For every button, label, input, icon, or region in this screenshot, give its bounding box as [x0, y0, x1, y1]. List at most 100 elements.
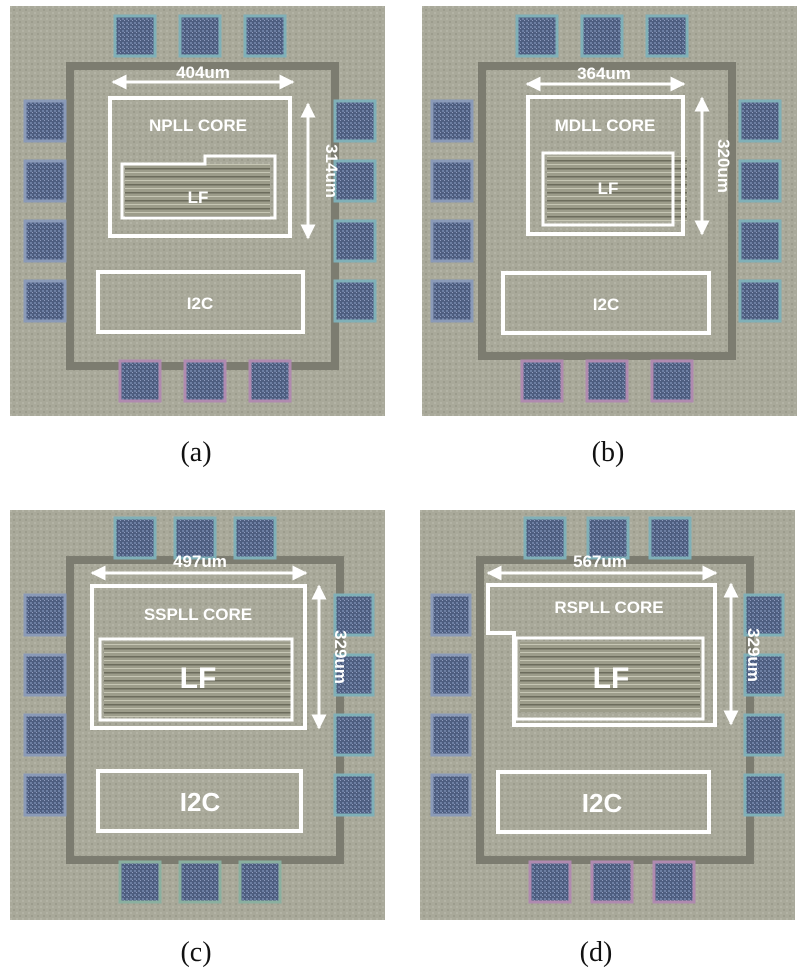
lf-box — [514, 636, 705, 721]
core-box — [108, 96, 292, 238]
bond-pad — [430, 279, 474, 323]
bond-pad — [738, 159, 782, 203]
width-label: 404um — [176, 63, 230, 82]
bond-pad — [738, 99, 782, 143]
bond-pad — [430, 653, 472, 697]
i2c-label: I2C — [180, 787, 221, 817]
bond-pad — [333, 219, 377, 263]
bond-pad — [652, 860, 696, 904]
width-label: 497um — [173, 552, 227, 571]
bond-pad — [430, 99, 474, 143]
i2c-box — [96, 769, 303, 833]
bond-pad — [743, 713, 785, 757]
lf-texture — [547, 156, 687, 221]
bond-pad — [23, 279, 67, 323]
bond-pad — [23, 773, 67, 817]
bond-pad — [333, 593, 375, 637]
bond-pad — [580, 14, 624, 58]
bond-pad — [528, 860, 572, 904]
lf-label: LF — [593, 662, 630, 695]
bond-pad — [743, 593, 785, 637]
bond-pad — [118, 359, 162, 403]
bond-pad — [523, 516, 567, 560]
bond-pad — [738, 279, 782, 323]
bond-pad — [333, 713, 375, 757]
caption-a: (a) — [180, 437, 212, 468]
lf-texture — [520, 642, 700, 712]
bond-pad — [515, 14, 559, 58]
die-photo-b: 364um 320um MDLL CORE LF I2C — [422, 6, 797, 416]
i2c-label: I2C — [187, 294, 213, 313]
bond-pad — [430, 773, 472, 817]
bond-pad — [333, 159, 377, 203]
bond-pad — [173, 516, 217, 560]
bond-pad — [333, 99, 377, 143]
bond-pad — [430, 713, 472, 757]
bond-pad — [178, 860, 222, 904]
height-label: 329um — [744, 628, 763, 682]
width-label: 567um — [573, 552, 627, 571]
i2c-box — [501, 271, 711, 335]
bond-pad — [23, 219, 67, 263]
bond-pad — [333, 279, 377, 323]
bond-pad — [430, 593, 472, 637]
lf-label: LF — [598, 179, 619, 198]
panel-b: 364um 320um MDLL CORE LF I2C — [422, 6, 797, 416]
bond-pad — [113, 14, 157, 58]
lf-texture — [104, 642, 292, 717]
panel-a: 404um 314um NPLL CORE LF I2C — [10, 6, 385, 416]
caption-c: (c) — [180, 937, 212, 968]
i2c-box — [496, 770, 711, 834]
lf-label: LF — [180, 662, 217, 695]
height-label: 320um — [714, 139, 733, 193]
bond-pad — [233, 516, 277, 560]
height-label: 329um — [331, 630, 350, 684]
bond-pad — [585, 359, 629, 403]
bond-pad — [743, 773, 785, 817]
bond-pad — [183, 359, 227, 403]
bond-pad — [645, 14, 689, 58]
i2c-label: I2C — [582, 788, 623, 818]
bond-pad — [648, 516, 692, 560]
core-label: NPLL CORE — [149, 116, 247, 135]
bond-pad — [23, 713, 67, 757]
i2c-label: I2C — [593, 295, 619, 314]
die-photo-d: 567um 329um RSPLL CORE LF I2C — [420, 510, 795, 920]
die-photo-a: 404um 314um NPLL CORE LF I2C — [10, 6, 385, 416]
bond-pad — [248, 359, 292, 403]
lf-box — [541, 151, 675, 227]
core-ring — [478, 62, 736, 360]
bond-pad — [178, 14, 222, 58]
height-label: 314um — [322, 144, 341, 198]
bond-pad — [333, 653, 375, 697]
bond-pad — [586, 516, 630, 560]
bond-pad — [430, 159, 474, 203]
die-photo-c: 497um 329um SSPLL CORE LF I2C — [10, 510, 385, 920]
bond-pad — [243, 14, 287, 58]
bond-pad — [118, 860, 162, 904]
bond-pad — [23, 99, 67, 143]
panel-c: 497um 329um SSPLL CORE LF I2C — [10, 510, 385, 920]
panel-d: 567um 329um RSPLL CORE LF I2C — [420, 510, 795, 920]
bond-pad — [333, 773, 375, 817]
bond-pad — [738, 219, 782, 263]
core-box — [526, 95, 685, 236]
bond-pad — [743, 653, 785, 697]
caption-b: (b) — [591, 437, 625, 468]
bond-pad — [590, 860, 634, 904]
caption-d: (d) — [579, 937, 613, 968]
bond-pad — [23, 653, 67, 697]
lf-box — [98, 637, 294, 722]
bond-pad — [238, 860, 282, 904]
width-label: 364um — [577, 64, 631, 83]
lf-label: LF — [188, 188, 209, 207]
core-label: SSPLL CORE — [144, 605, 252, 624]
bond-pad — [23, 593, 67, 637]
core-box — [90, 584, 307, 730]
core-box — [486, 583, 717, 727]
core-ring — [66, 556, 344, 864]
bond-pad — [23, 159, 67, 203]
bond-pad — [113, 516, 157, 560]
bond-pad — [650, 359, 694, 403]
core-label: MDLL CORE — [555, 116, 656, 135]
